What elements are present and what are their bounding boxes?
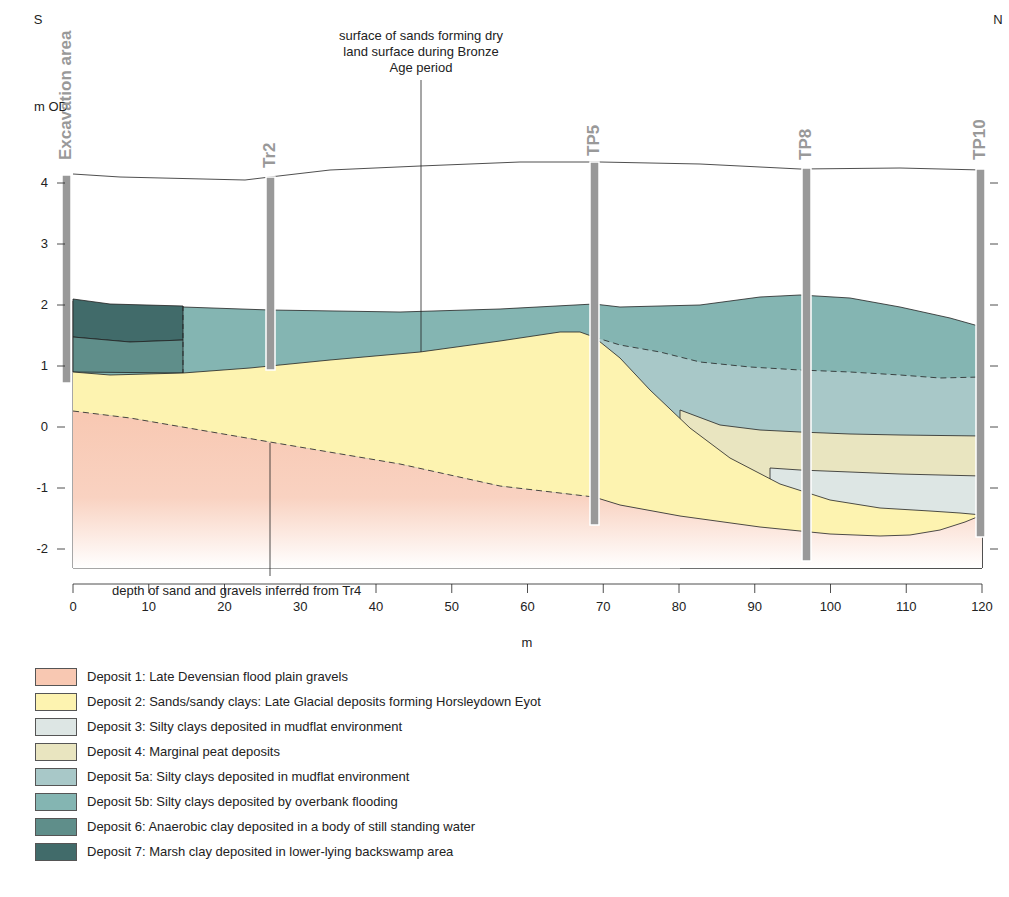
tick-mark (990, 366, 998, 367)
tick-label: -2 (36, 541, 48, 557)
legend-swatch (35, 768, 77, 786)
tick-label: 70 (596, 599, 610, 615)
legend-text: Deposit 6: Anaerobic clay deposited in a… (87, 819, 475, 835)
annotation: surface of sands forming dry land surfac… (339, 28, 504, 76)
legend-swatch (35, 818, 77, 836)
deposit-5b (73, 295, 982, 568)
borehole-name: TP10 (971, 119, 989, 160)
gravel-inferred (73, 411, 594, 497)
borehole (590, 162, 599, 525)
borehole-name: TP5 (585, 125, 603, 156)
tick-mark (990, 244, 998, 245)
direction-label: S (34, 12, 43, 28)
tick-mark (57, 427, 65, 428)
tick-label: 20 (217, 599, 231, 615)
tick-mark (754, 584, 755, 593)
tick-label: -1 (36, 480, 48, 496)
borehole (62, 175, 71, 383)
tick-label: 120 (971, 599, 993, 615)
legend-text: Deposit 3: Silty clays deposited in mudf… (87, 719, 402, 735)
tr4-leader (270, 443, 271, 576)
tick-label: 50 (445, 599, 459, 615)
axis-unit: m (522, 635, 533, 651)
deposit-1 (73, 411, 982, 568)
bronze-age-leader (421, 80, 422, 352)
legend-swatch (35, 668, 77, 686)
tick-mark (990, 549, 998, 550)
borehole (266, 177, 275, 370)
tick-mark (990, 427, 998, 428)
tick-mark (57, 183, 65, 184)
tick-label: 30 (293, 599, 307, 615)
deposit-6 (73, 337, 183, 373)
tick-mark (527, 584, 528, 593)
borehole (976, 169, 985, 537)
legend-text: Deposit 7: Marsh clay deposited in lower… (87, 844, 453, 860)
borehole-name: Tr2 (261, 142, 279, 168)
borehole (802, 168, 811, 561)
tick-label: 0 (41, 419, 48, 435)
legend-swatch (35, 718, 77, 736)
tick-mark (73, 584, 74, 593)
tick-label: 40 (369, 599, 383, 615)
tick-mark (982, 584, 983, 593)
tick-label: 60 (520, 599, 534, 615)
tick-mark (57, 244, 65, 245)
deposit-7 (73, 299, 183, 342)
sand-surface (73, 332, 982, 515)
annotation: depth of sand and gravels inferred from … (112, 583, 361, 599)
tick-mark (990, 488, 998, 489)
tick-mark (830, 584, 831, 593)
ground-surface (73, 162, 982, 180)
tick-mark (990, 183, 998, 184)
tick-mark (603, 584, 604, 593)
borehole-name: Excavation area (57, 31, 75, 160)
backswamp-edge (183, 306, 184, 373)
legend-swatch (35, 793, 77, 811)
tick-mark (990, 305, 998, 306)
legend-swatch (35, 843, 77, 861)
tick-label: 3 (41, 236, 48, 252)
tick-mark (906, 584, 907, 593)
legend-text: Deposit 4: Marginal peat deposits (87, 744, 280, 760)
tick-label: 1 (41, 358, 48, 374)
tick-mark (57, 488, 65, 489)
tick-label: 110 (896, 599, 917, 615)
gravel-surface (594, 497, 982, 536)
legend-swatch (35, 693, 77, 711)
tick-mark (376, 584, 377, 593)
tick-label: 10 (142, 599, 156, 615)
legend-text: Deposit 1: Late Devensian flood plain gr… (87, 669, 348, 685)
tick-label: 2 (41, 297, 48, 313)
tick-mark (57, 366, 65, 367)
tick-label: 90 (748, 599, 762, 615)
tick-label: 0 (69, 599, 76, 615)
direction-label: N (993, 12, 1002, 28)
tick-mark (679, 584, 680, 593)
legend-swatch (35, 743, 77, 761)
tick-label: 100 (820, 599, 842, 615)
tick-label: 80 (672, 599, 686, 615)
legend-text: Deposit 5a: Silty clays deposited in mud… (87, 769, 409, 785)
tick-mark (451, 584, 452, 593)
boundary-5a-5b (594, 337, 982, 378)
tick-mark (57, 305, 65, 306)
borehole-name: TP8 (797, 129, 815, 160)
legend-text: Deposit 2: Sands/sandy clays: Late Glaci… (87, 694, 541, 710)
legend-text: Deposit 5b: Silty clays deposited by ove… (87, 794, 398, 810)
tick-mark (57, 549, 65, 550)
tick-label: 4 (41, 175, 48, 191)
